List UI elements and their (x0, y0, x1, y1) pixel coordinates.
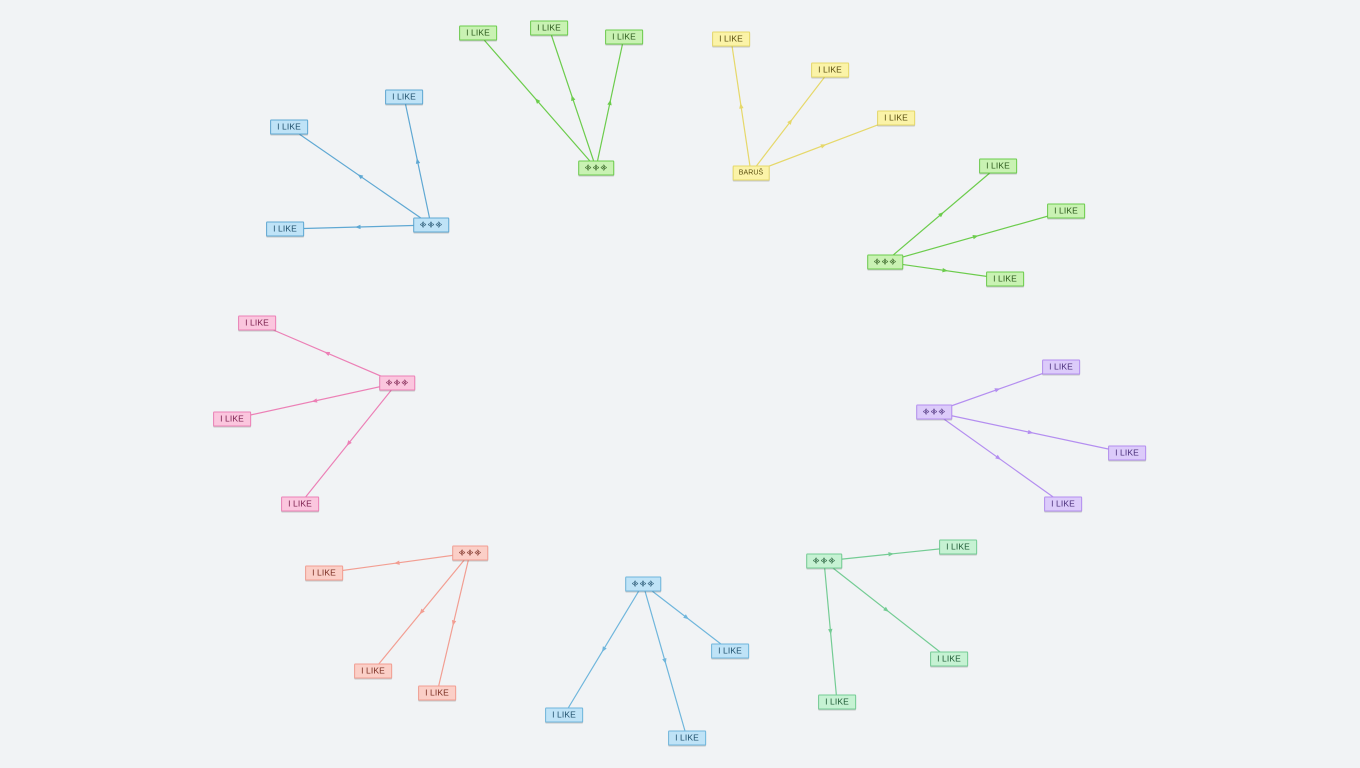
center-node[interactable]: ᯽᯽᯽ (413, 217, 449, 233)
connector-arrow-icon (535, 98, 541, 104)
leaf-node[interactable]: I LIKE (1047, 203, 1085, 219)
connector-arrow-icon (888, 552, 894, 557)
leaf-node[interactable]: I LIKE (711, 643, 749, 659)
connector-arrow-icon (394, 560, 400, 565)
center-node[interactable]: ᯽᯽᯽ (452, 545, 488, 561)
connector-arrow-icon (419, 608, 425, 615)
center-node[interactable]: ᯽᯽᯽ (806, 553, 842, 569)
connector-arrow-icon (346, 440, 352, 446)
connector-arrow-icon (311, 398, 318, 403)
center-node[interactable]: ᯽᯽᯽ (916, 404, 952, 420)
connector-arrow-icon (571, 95, 576, 102)
connector-arrow-icon (662, 657, 667, 664)
leaf-node[interactable]: I LIKE (459, 25, 497, 41)
connector-arrow-icon (1027, 429, 1034, 435)
center-node[interactable]: ᯽᯽᯽ (625, 576, 661, 592)
leaf-node[interactable]: I LIKE (266, 221, 304, 237)
connector-arrow-icon (994, 388, 1001, 393)
leaf-node[interactable]: I LIKE (1108, 445, 1146, 461)
connector-arrow-icon (972, 235, 979, 240)
connector-arrow-icon (415, 158, 421, 164)
leaf-node[interactable]: I LIKE (930, 651, 968, 667)
leaf-node[interactable]: I LIKE (712, 31, 750, 47)
center-node[interactable]: ᯽᯽᯽ (379, 375, 415, 391)
leaf-node[interactable]: I LIKE (213, 411, 251, 427)
center-node[interactable]: ᯽᯽᯽ (867, 254, 903, 270)
connector-arrow-icon (938, 212, 944, 218)
connector-arrow-icon (607, 99, 612, 106)
leaf-node[interactable]: I LIKE (545, 707, 583, 723)
center-node[interactable]: ᯽᯽᯽ (578, 160, 614, 176)
connector-arrow-icon (324, 351, 331, 357)
leaf-node[interactable]: I LIKE (1044, 496, 1082, 512)
connector-arrow-icon (995, 454, 1001, 460)
center-node[interactable]: BARUŠ (732, 165, 770, 181)
connector-arrow-icon (787, 119, 793, 125)
connector-arrow-icon (451, 620, 457, 626)
leaf-node[interactable]: I LIKE (354, 663, 392, 679)
leaf-node[interactable]: I LIKE (877, 110, 915, 126)
connector-arrow-icon (739, 103, 744, 109)
leaf-node[interactable]: I LIKE (418, 685, 456, 701)
connector-arrow-icon (355, 224, 361, 230)
leaf-node[interactable]: I LIKE (939, 539, 977, 555)
connector-arrow-icon (601, 646, 607, 653)
leaf-node[interactable]: I LIKE (979, 158, 1017, 174)
connector-arrow-icon (683, 614, 689, 620)
connector-arrow-icon (820, 144, 827, 149)
connector-arrow-icon (357, 174, 364, 180)
leaf-node[interactable]: I LIKE (668, 730, 706, 746)
connector-arrow-icon (883, 606, 889, 612)
leaf-node[interactable]: I LIKE (605, 29, 643, 45)
leaf-node[interactable]: I LIKE (818, 694, 856, 710)
leaf-node[interactable]: I LIKE (986, 271, 1024, 287)
connector-arrow-icon (828, 628, 833, 635)
leaf-node[interactable]: I LIKE (305, 565, 343, 581)
leaf-node[interactable]: I LIKE (530, 20, 568, 36)
leaf-node[interactable]: I LIKE (270, 119, 308, 135)
leaf-node[interactable]: I LIKE (238, 315, 276, 331)
leaf-node[interactable]: I LIKE (385, 89, 423, 105)
leaf-node[interactable]: I LIKE (281, 496, 319, 512)
connector-arrow-icon (942, 267, 948, 273)
leaf-node[interactable]: I LIKE (1042, 359, 1080, 375)
leaf-node[interactable]: I LIKE (811, 62, 849, 78)
